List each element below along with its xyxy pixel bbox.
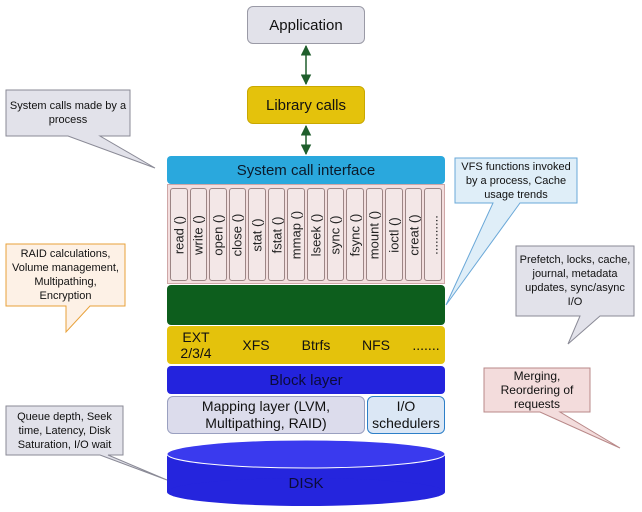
callout-raid-calculations: RAID calculations, Volume management, Mu…	[11, 248, 119, 302]
system-call-item: close ()	[228, 188, 247, 281]
system-call-label: close ()	[229, 213, 245, 256]
system-call-label: mmap ()	[288, 210, 304, 259]
system-call-interface-bar: System call interface	[167, 156, 445, 184]
filesystem-label: NFS	[362, 337, 390, 353]
mapping-layer-box: Mapping layer (LVM, Multipathing, RAID)	[167, 396, 365, 434]
callout-shape-system-calls	[5, 89, 156, 169]
system-call-item: sync ()	[326, 188, 345, 281]
library-calls-box: Library calls	[247, 86, 365, 124]
system-call-label: creat ()	[406, 213, 422, 256]
system-call-item: read ()	[170, 188, 188, 281]
system-call-item: ioctl ()	[385, 188, 403, 281]
callout-queue-depth: Queue depth, Seek time, Latency, Disk Sa…	[17, 410, 112, 451]
io-schedulers-box: I/O schedulers	[367, 396, 445, 434]
system-call-item: creat ()	[404, 188, 423, 281]
system-call-item: mmap ()	[287, 188, 305, 281]
system-call-item: fstat ()	[267, 188, 286, 281]
filesystems-row	[167, 326, 445, 364]
callout-system-calls-made: System calls made by a process	[9, 100, 127, 126]
callout-prefetch: Prefetch, locks, cache, journal, metadat…	[519, 254, 631, 308]
system-call-label: open ()	[210, 213, 226, 256]
callout-shape-raid	[5, 243, 126, 334]
system-call-item: stat ()	[248, 188, 266, 281]
application-box: Application	[247, 6, 365, 44]
system-call-item: mount ()	[365, 188, 384, 281]
system-call-label: fstat ()	[269, 216, 285, 253]
callout-merging: Merging, Reordering of requests	[500, 369, 574, 411]
system-call-label: write ()	[190, 214, 206, 255]
system-call-label: read ()	[171, 215, 187, 254]
system-call-label: mount ()	[366, 210, 382, 259]
filesystem-label: EXT 2/3/4	[180, 329, 212, 361]
system-call-item: open ()	[209, 188, 227, 281]
disk-label: DISK	[288, 474, 324, 492]
system-call-item: lseek ()	[307, 188, 325, 281]
system-call-label: stat ()	[249, 217, 265, 252]
filesystem-label: Btrfs	[301, 337, 331, 353]
callout-vfs-functions: VFS functions invoked by a process, Cach…	[461, 160, 571, 201]
system-call-item: ...........	[424, 188, 442, 281]
system-call-label: ...........	[425, 214, 441, 255]
system-call-item: write ()	[189, 188, 208, 281]
system-call-label: fsync ()	[347, 213, 363, 256]
disk-cylinder	[166, 439, 446, 506]
callout-shape-merging	[483, 367, 621, 449]
callout-shape-vfs	[445, 157, 578, 306]
system-call-label: lseek ()	[308, 213, 324, 256]
filesystem-label: XFS	[242, 337, 270, 353]
system-call-label: ioctl ()	[386, 216, 402, 253]
system-call-item: fsync ()	[346, 188, 364, 281]
filesystem-label: .......	[412, 337, 440, 353]
callout-shape-queue-depth	[5, 405, 168, 481]
block-layer-bar: Block layer	[167, 366, 445, 394]
system-call-label: sync ()	[327, 215, 343, 254]
vfs-layer-bar	[167, 285, 445, 325]
callout-shape-prefetch	[515, 245, 635, 345]
